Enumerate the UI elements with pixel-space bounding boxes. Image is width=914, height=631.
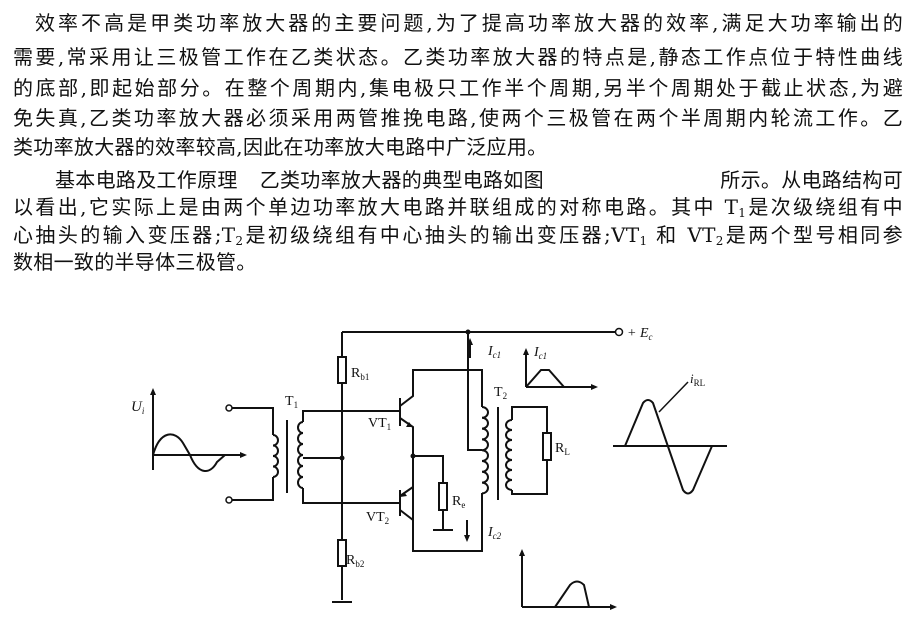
paragraph1-line1: 效率不高是甲类功率放大器的主要问题,为了提高功率放大器的效率,满足大功率输出的	[35, 11, 903, 35]
paragraph1-line3: 的底部,即起始部分。在整个周期内,集电极只工作半个周期,另半个周期处于截止状态,…	[13, 76, 903, 100]
ic2-label: Ic2	[487, 525, 502, 541]
t1-primary-coil	[272, 434, 279, 478]
ic2-half-wave	[554, 580, 590, 608]
rb2-resistor	[337, 539, 347, 567]
ec-terminal	[614, 327, 624, 337]
paragraph1-line5: 类功率放大器的效率较高,因此在功率放大电路中广泛应用。	[13, 135, 548, 159]
paragraph1-line4: 免失真,乙类功率放大器必须采用两管推挽电路,使两个三极管在两个半周期内轮流工作。…	[13, 106, 903, 130]
paragraph2-line1: 基本电路及工作原理乙类功率放大器的典型电路如图 所示。从电路结构可	[55, 168, 903, 192]
irl-label: iRL	[690, 371, 705, 388]
ic1-label: Ic1	[487, 344, 501, 360]
ec-label: + Ec	[627, 326, 653, 342]
t2-primary-coil	[481, 406, 489, 495]
section-heading: 基本电路及工作原理	[55, 168, 238, 192]
input-terminal-top	[225, 404, 233, 412]
paragraph1-line2: 需要,常采用让三极管工作在乙类状态。乙类功率放大器的特点是,静态工作点位于特性曲…	[13, 45, 903, 69]
rl-label: RL	[555, 441, 570, 457]
t1-secondary-coil	[297, 421, 304, 489]
paragraph2-line2: 以看出,它实际上是由两个单边功率放大电路并联组成的对称电路。其中 T1是次级绕组…	[13, 195, 903, 220]
re-resistor	[438, 482, 448, 511]
vt2-label: VT2	[366, 510, 389, 526]
t2-secondary-coil	[505, 419, 513, 491]
paragraph2-line3: 心抽头的输入变压器;T2是初级绕组有中心抽头的输出变压器;VT1 和 VT2是两…	[13, 223, 903, 248]
rb1-resistor	[337, 356, 347, 384]
vt1-label: VT1	[368, 416, 391, 432]
ui-label: Ui	[131, 399, 145, 416]
t1-label: T1	[285, 394, 298, 410]
ic2-wave-axes	[521, 553, 612, 608]
irl-sine-wave	[624, 399, 713, 495]
paragraph2-line1-text: 乙类功率放大器的典型电路如图	[259, 168, 544, 192]
paragraph2-line4: 数相一致的半导体三极管。	[13, 250, 257, 274]
rl-resistor	[542, 432, 552, 461]
input-terminal-bottom	[225, 496, 233, 504]
ui-sine-wave	[152, 433, 226, 472]
t2-label: T2	[494, 385, 507, 401]
ic1-wave-label: Ic1	[533, 345, 547, 361]
rb1-label: Rb1	[351, 366, 369, 382]
paragraph2-line1-tail: 所示。从电路结构可	[720, 168, 903, 192]
ic1-wave-axes	[525, 352, 593, 388]
re-label: Re	[452, 494, 465, 510]
ui-axes	[152, 392, 243, 470]
ic1-half-wave	[525, 369, 565, 388]
rb2-label: Rb2	[346, 553, 364, 569]
